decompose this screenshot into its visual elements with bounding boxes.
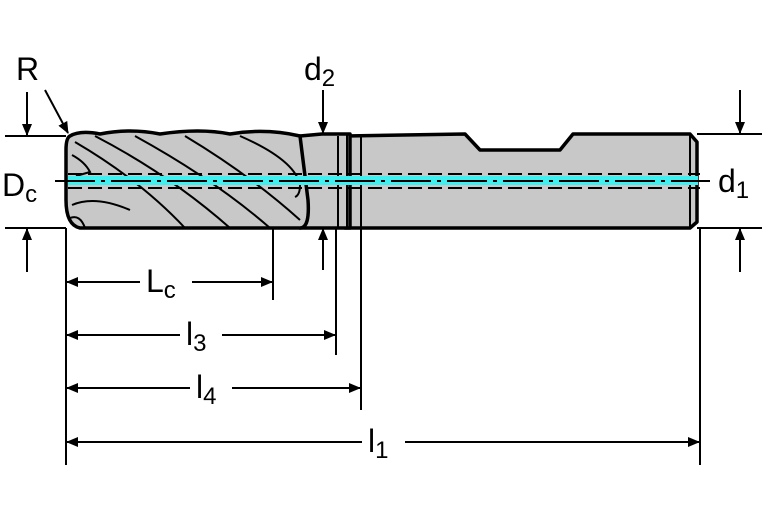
label-l1: l1 — [368, 423, 388, 464]
label-Dc: Dc — [2, 167, 37, 208]
dimension-arrows — [22, 89, 745, 447]
coolant-lines — [55, 173, 710, 189]
label-Lc: Lc — [146, 263, 176, 304]
label-d1: d1 — [718, 163, 749, 204]
extension-lines — [5, 133, 762, 465]
label-d2: d2 — [304, 51, 335, 92]
label-l4: l4 — [196, 369, 216, 410]
label-l3: l3 — [186, 316, 206, 357]
label-R: R — [16, 51, 39, 87]
